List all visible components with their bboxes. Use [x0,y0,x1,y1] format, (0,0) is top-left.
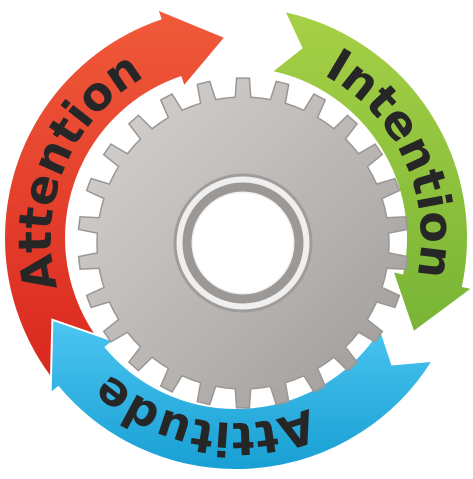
gear-icon [77,77,409,409]
attention-arrow [3,7,228,413]
attitude-arrow [49,318,435,471]
